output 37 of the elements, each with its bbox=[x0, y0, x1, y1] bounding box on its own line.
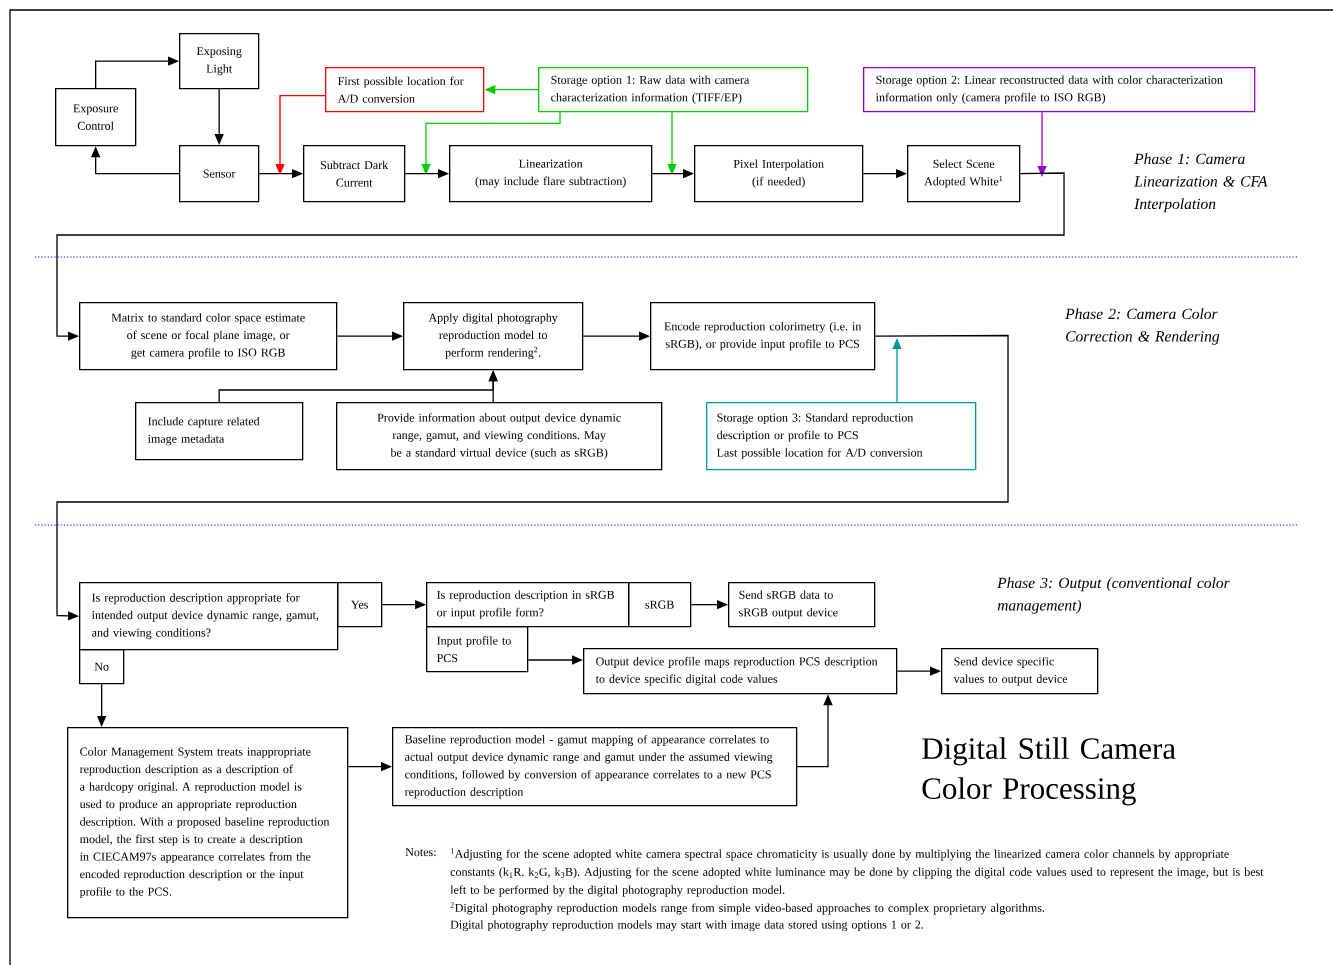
answer-box: Input profile to PCS bbox=[426, 626, 529, 673]
footnote-text: $^{1}$Adjusting for the scene adopted white camera spectral space chromaticity is usually done by multiplying the linearized camera color channels by appropriate constants (k$_{1}$R. k$_{2}$G, k$_{3}$B). Adjusting for the scene adopted white luminance may be done by clipping the digital code values used to represent the image, but is best left to be performed by the digital photography reproduction model. bbox=[450, 848, 1264, 897]
footnote-text: Digital photography reproduction models may start with image data stored using options 1 or 2. bbox=[450, 920, 924, 932]
process-box: Color Management System treats inappropriate reproduction description as a description of a hardcopy original. A reproduction model is used to produce an appropriate reproduction description. With a proposed baseline reproduction model, the first step is to create a description in CIECAM97s appearance correlates from the encoded reproduction description or the input profile to the PCS. bbox=[67, 727, 349, 919]
process-box: Matrix to standard color space estimate of scene or focal plane image, or get camera profile to ISO RGB bbox=[79, 302, 338, 371]
footnote-text: $^{2}$Digital photography reproduction models range from simple video-based approaches to complex proprietary algorithms. bbox=[450, 902, 1045, 915]
process-box: Provide information about output device dynamic range, gamut, and viewing conditions. May be a standard virtual device (such as sRGB) bbox=[336, 402, 663, 471]
process-box: Send device specific values to output device bbox=[941, 648, 1099, 695]
answer-box: Yes bbox=[337, 582, 383, 628]
note-box: Storage option 3: Standard reproduction description or profile to PCS Last possible location for A/D conversion bbox=[706, 402, 977, 471]
process-box: Sensor bbox=[179, 145, 260, 203]
phase-label: Phase 1: Camera Linearization & CFA Interpolation bbox=[1134, 153, 1268, 213]
note-box: Storage option 2: Linear reconstructed data with color characterization information only (camera profile to ISO RGB) bbox=[863, 67, 1256, 113]
arrow bbox=[56, 172, 1065, 341]
process-box: Exposing Light bbox=[179, 33, 260, 90]
process-box: Select Scene Adopted White$^{1}$ bbox=[907, 145, 1021, 203]
process-box: Include capture related image metadata bbox=[135, 402, 304, 461]
phase-label: Phase 2: Camera Color Correction & Rendering bbox=[1065, 308, 1220, 345]
note-box: First possible location for A/D conversion bbox=[325, 67, 485, 113]
process-box: Output device profile maps reproduction PCS description to device specific digital code values bbox=[583, 648, 898, 695]
process-box: Send sRGB data to sRGB output device bbox=[728, 582, 876, 628]
title: Digital Still Camera Color Processing bbox=[922, 737, 1176, 806]
answer-box: No bbox=[79, 649, 125, 685]
phase-label: Phase 3: Output (conventional color management) bbox=[997, 577, 1230, 614]
process-box: Encode reproduction colorimetry (i.e. in sRGB), or provide input profile to PCS bbox=[650, 302, 876, 371]
process-box: Pixel Interpolation (if needed) bbox=[694, 145, 864, 203]
process-box: Linearization (may include flare subtraction) bbox=[449, 145, 653, 203]
answer-box: sRGB bbox=[628, 582, 692, 628]
process-box: Apply digital photography reproduction model to perform rendering$^{2}$. bbox=[403, 302, 584, 371]
process-box: Baseline reproduction model - gamut mapping of appearance correlates to actual output device dynamic range and gamut under the assumed viewing conditions, followed by conversion of appearance correlates to a new PCS reproduction description bbox=[392, 727, 798, 807]
decision-box: Is reproduction description in sRGB or input profile form? bbox=[426, 582, 630, 628]
process-box: Subtract Dark Current bbox=[303, 145, 406, 203]
arrow bbox=[56, 334, 1009, 621]
note-box: Storage option 1: Raw data with camera characterization information (TIFF/EP) bbox=[538, 67, 809, 113]
notes-heading: Notes: bbox=[405, 848, 436, 857]
decision-box: Is reproduction description appropriate for intended output device dynamic range, gamut, and viewing conditions? bbox=[79, 582, 339, 651]
process-box: Exposure Control bbox=[55, 88, 137, 147]
